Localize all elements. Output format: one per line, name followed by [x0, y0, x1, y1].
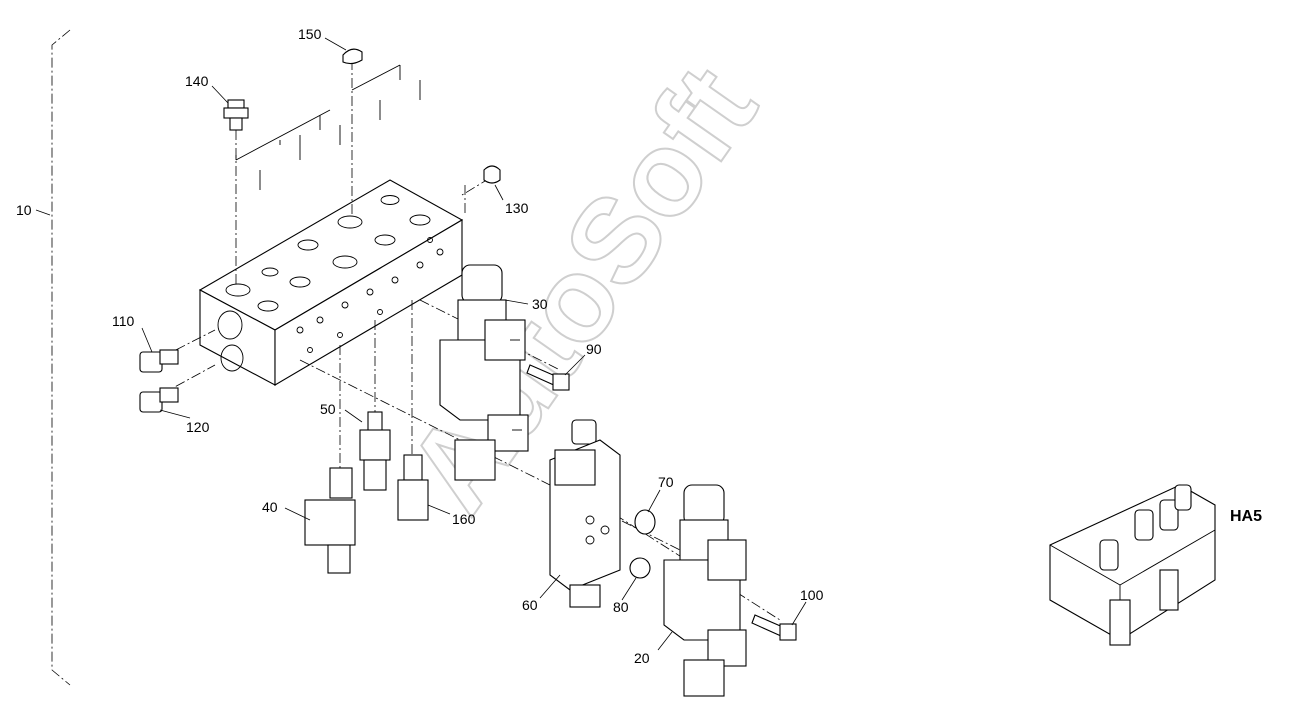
label-20: 20: [634, 650, 650, 666]
label-150: 150: [298, 26, 322, 42]
label-130: 130: [505, 200, 529, 216]
label-80: 80: [613, 599, 629, 615]
solenoid-valve-30: [439, 264, 529, 481]
assembly-code-label: HA5: [1230, 508, 1262, 525]
label-50: 50: [320, 401, 336, 417]
label-70: 70: [658, 474, 674, 490]
fitting-160: [397, 454, 429, 521]
valve-block-60: [549, 419, 621, 608]
fitting-120: [139, 387, 179, 413]
screw-100: [751, 614, 797, 641]
label-40: 40: [262, 499, 278, 515]
label-140: 140: [185, 73, 209, 89]
label-60: 60: [522, 597, 538, 613]
solenoid-valve-20: [663, 484, 747, 697]
valve-40: [304, 467, 356, 574]
assembly-thumbnail: [1049, 484, 1216, 646]
leader-lines: [141, 37, 807, 651]
label-90: 90: [586, 341, 602, 357]
label-100: 100: [800, 587, 824, 603]
label-30: 30: [532, 296, 548, 312]
manifold-block: [198, 179, 464, 386]
label-120: 120: [186, 419, 210, 435]
cartridge-valve-50: [359, 411, 391, 491]
plug-130: [483, 165, 501, 184]
plug-80: [629, 557, 651, 579]
label-160: 160: [452, 511, 476, 527]
assembly-bracket: [35, 29, 71, 686]
screw-90: [526, 364, 570, 391]
label-110: 110: [112, 313, 135, 329]
disc-70: [634, 509, 656, 535]
label-10: 10: [16, 202, 32, 218]
fitting-110: [139, 349, 179, 373]
plug-150: [342, 48, 363, 65]
fitting-140: [223, 99, 249, 131]
part-labels: 10 150 140 130 110 120 30 90 50 40 160 6…: [16, 26, 1262, 666]
